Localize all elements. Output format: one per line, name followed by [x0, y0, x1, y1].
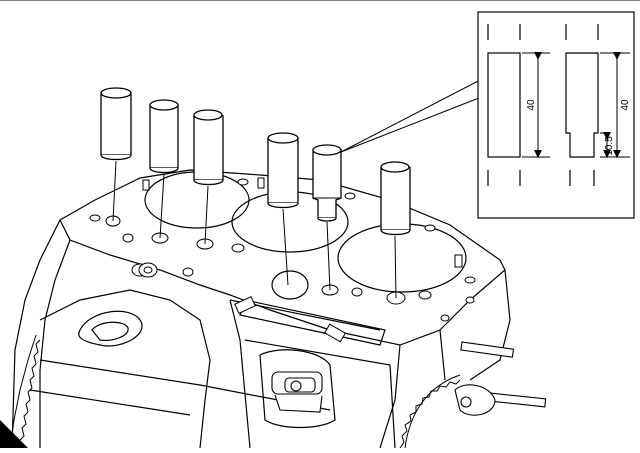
deck-studs [142, 177, 463, 343]
valve-guide-3 [193, 109, 224, 245]
rocker-assembly [271, 371, 323, 413]
gear-wheel [399, 374, 461, 449]
cylinder-bores [144, 171, 467, 300]
valve-guide-4 [267, 132, 299, 286]
inset-guide-straight [487, 24, 521, 186]
timing-belt-teeth [9, 334, 41, 449]
valve-guide-6 [380, 161, 411, 299]
valve-guide-1 [100, 87, 132, 222]
studs [454, 341, 547, 416]
bolt-left [138, 262, 158, 278]
valve-guide-2 [149, 99, 179, 239]
dimension-right-label: 40 [620, 99, 631, 111]
valve-guides [100, 87, 411, 299]
detail-inset: 40 40 10.5 [477, 11, 635, 219]
inset-guide-stepped [565, 24, 599, 186]
cylinder-head [11, 169, 511, 449]
dimension-step-label: 10.5 [604, 136, 615, 156]
valve-guide-5-stepped [312, 144, 342, 291]
corner-mark [0, 420, 28, 448]
inset-leader [340, 77, 485, 153]
inset-frame [477, 11, 635, 219]
dimension-left-label: 40 [526, 99, 537, 111]
dimension-left [522, 52, 550, 158]
